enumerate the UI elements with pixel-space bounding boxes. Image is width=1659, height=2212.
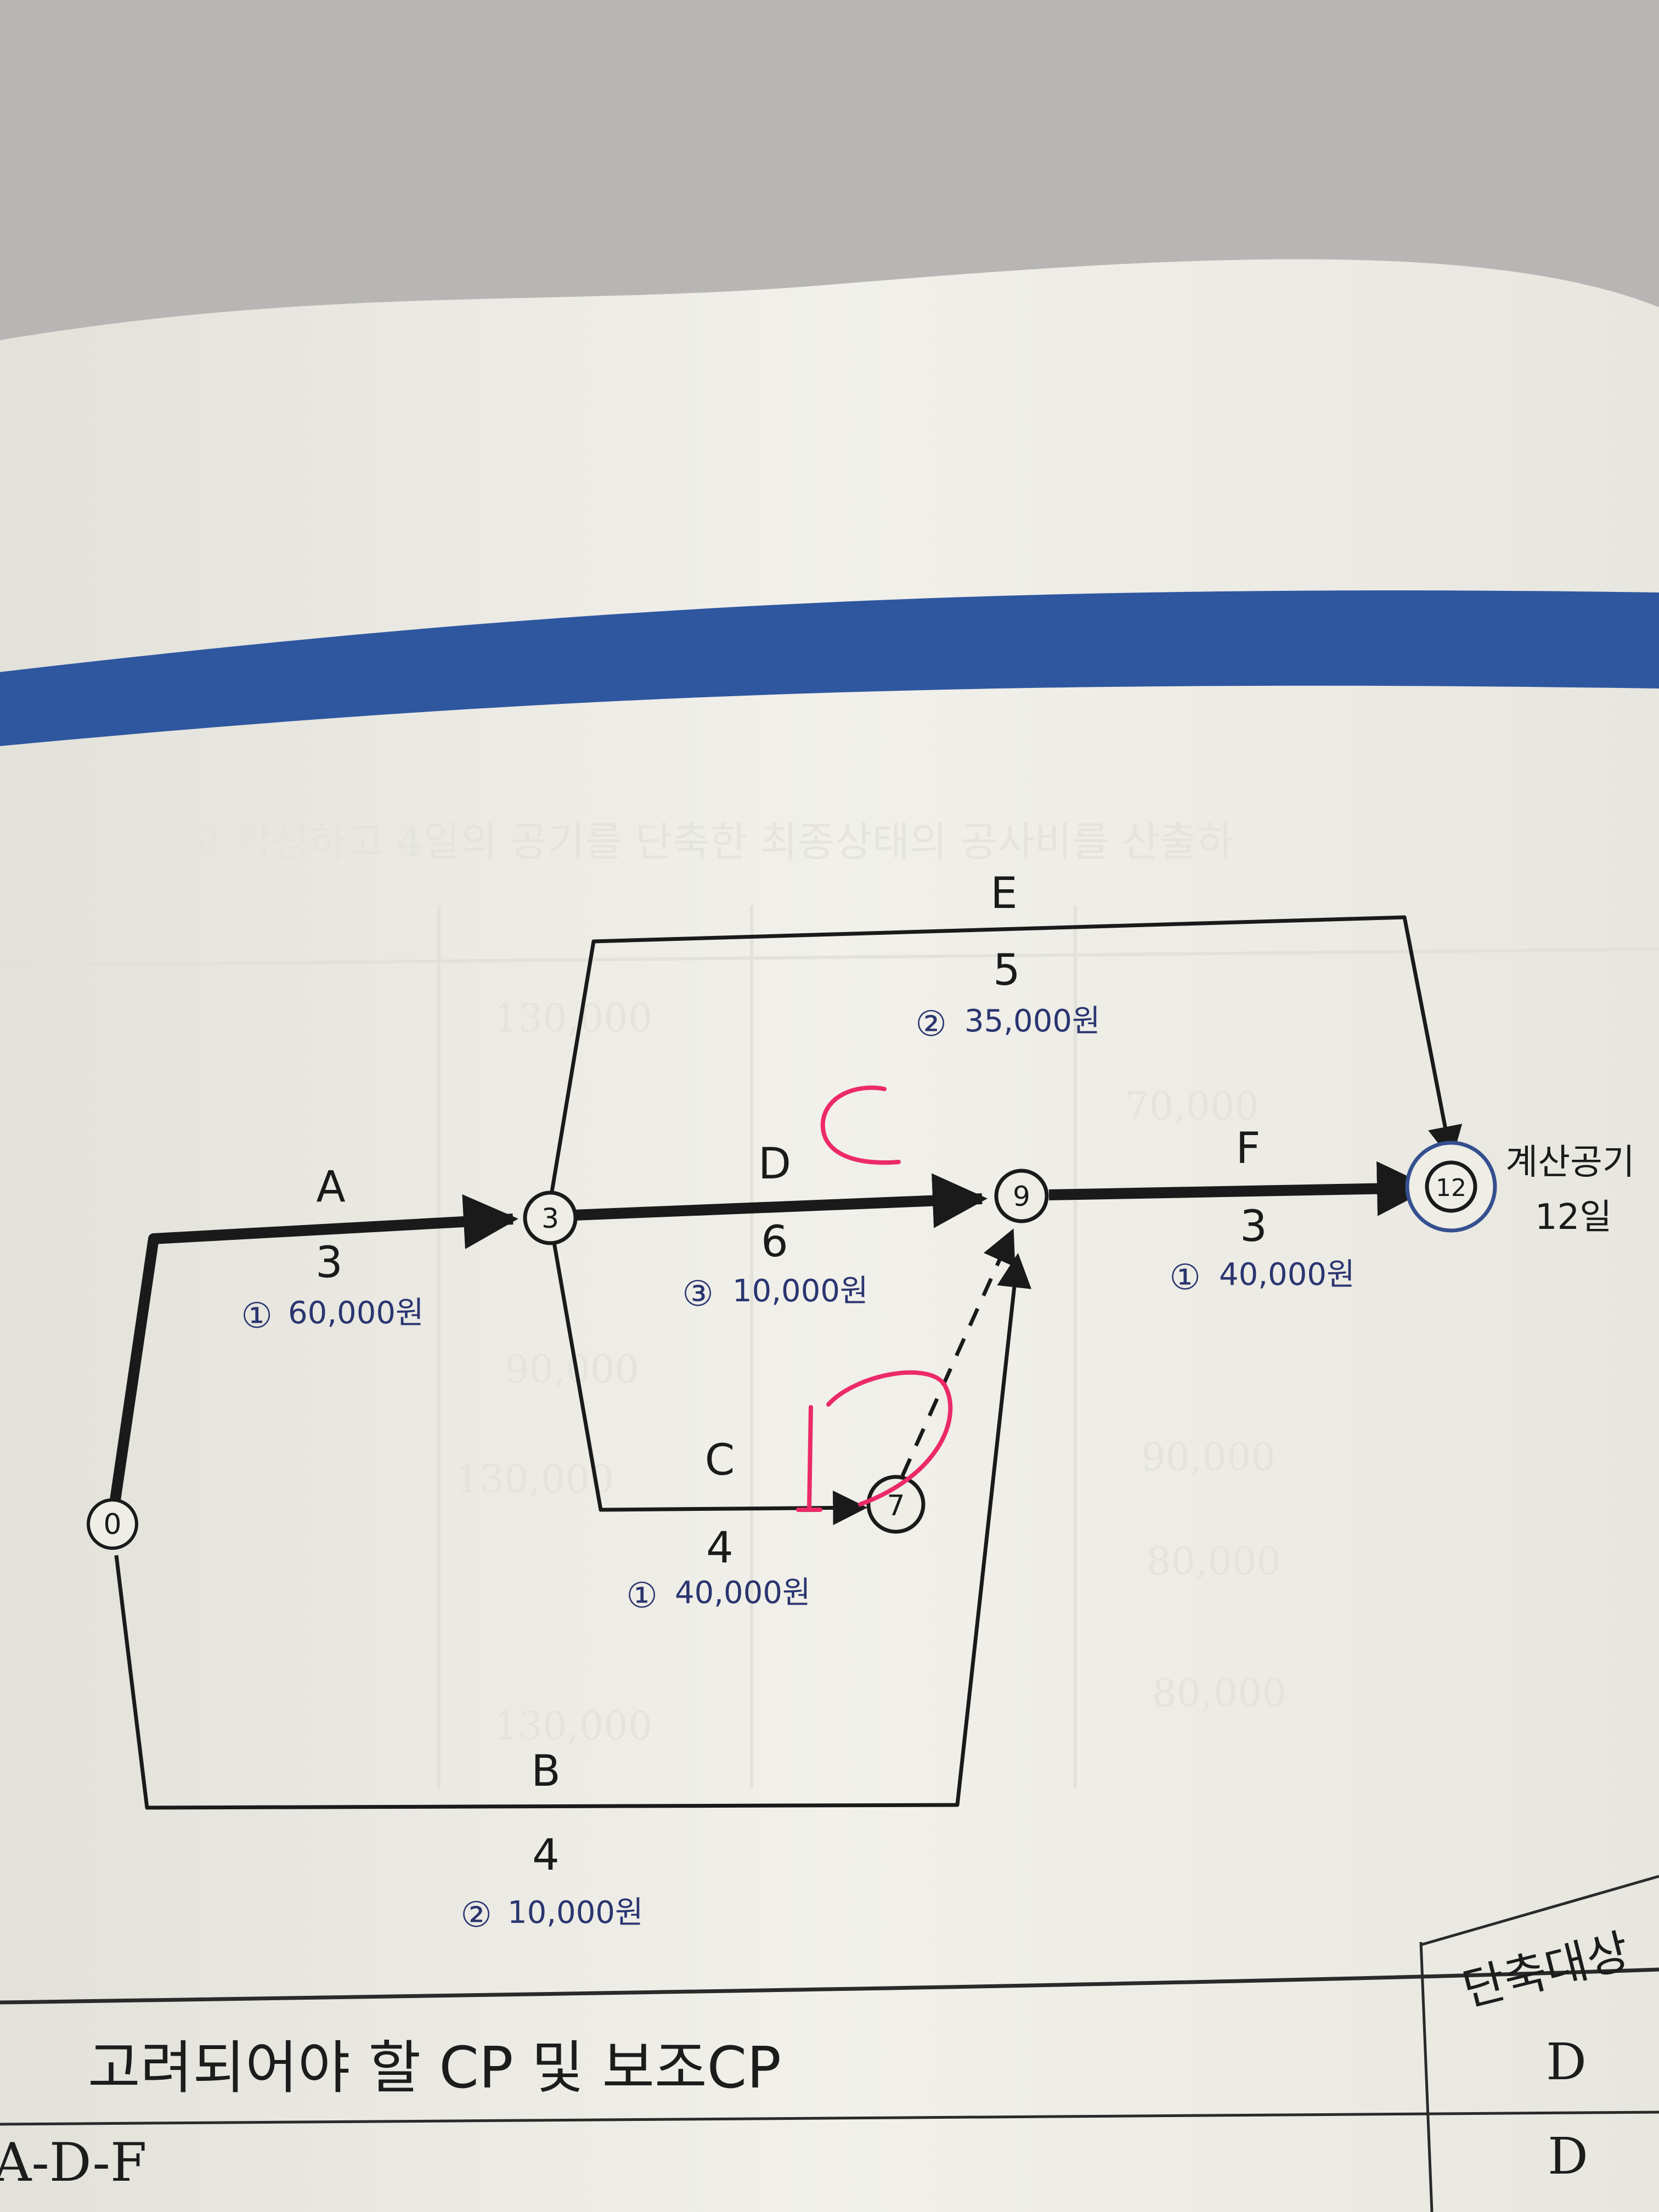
dummy-arrow [900, 1228, 1015, 1477]
blue-band [0, 590, 1659, 746]
activity-D-rank: ③ [682, 1274, 713, 1314]
table-row2-value: D [1548, 2127, 1588, 2186]
activity-A-rank: ① [241, 1296, 272, 1336]
table-row2-label: A-D-F [0, 2132, 147, 2193]
svg-text:3: 3 [541, 1203, 559, 1234]
svg-text:70,000: 70,000 [1125, 1084, 1259, 1128]
activity-B-duration: 4 [532, 1831, 560, 1880]
activity-D-name: D [758, 1139, 791, 1189]
activity-F-arrow [1048, 1161, 1432, 1216]
activity-F-rank: ① [1169, 1257, 1200, 1298]
activity-F-labels: F 3 ① 40,000원 [1169, 1124, 1355, 1298]
activity-B-cost: 10,000원 [507, 1895, 643, 1931]
svg-text:130,000: 130,000 [494, 996, 652, 1041]
activity-D-arrow [573, 1173, 988, 1228]
svg-text:80,000: 80,000 [1152, 1671, 1286, 1716]
node-0: 0 [87, 1498, 138, 1550]
page-sheet [0, 259, 1659, 2212]
pen-marks [796, 1085, 953, 1512]
table-row1-value: D [1546, 2033, 1587, 2091]
activity-C-arrow [552, 1242, 868, 1525]
svg-text:7: 7 [887, 1489, 905, 1522]
table-row1-label: 고려되어야 할 CP 및 보조CP [88, 2034, 781, 2101]
activity-E-duration: 5 [993, 946, 1020, 995]
activity-C-labels: C 4 ① 40,000원 [626, 1436, 810, 1616]
node-3: 3 [523, 1190, 578, 1245]
activity-B-labels: B 4 ② 10,000원 [460, 1747, 643, 1936]
activity-B-rank: ② [460, 1895, 492, 1936]
activity-C-duration: 4 [706, 1523, 733, 1573]
activity-F-duration: 3 [1240, 1202, 1267, 1251]
svg-text:9: 9 [1013, 1181, 1030, 1212]
node-9: 9 [994, 1169, 1049, 1223]
activity-E-arrow [549, 915, 1463, 1195]
activity-E-name: E [990, 869, 1017, 918]
activity-E-cost: 35,000원 [964, 1003, 1100, 1039]
activity-D-duration: 6 [761, 1217, 788, 1267]
svg-text:130,000: 130,000 [494, 1703, 652, 1748]
svg-text:0: 0 [103, 1508, 121, 1541]
svg-text:90,000: 90,000 [1141, 1435, 1276, 1480]
activity-E-rank: ② [915, 1004, 946, 1045]
activity-C-name: C [705, 1436, 735, 1485]
activity-A-duration: 3 [315, 1238, 343, 1288]
activity-E-labels: E 5 ② 35,000원 [915, 869, 1100, 1045]
activity-A-arrow [107, 1194, 518, 1520]
svg-text:체계 원일고 작성하고 4일의 공기를 단축한 최종상태의: 체계 원일고 작성하고 4일의 공기를 단축한 최종상태의 공사비를 산출하 [22, 819, 1234, 866]
node-7: 7 [866, 1475, 926, 1534]
pen-mark-d [820, 1085, 901, 1165]
show-through: 체계 원일고 작성하고 4일의 공기를 단축한 최종상태의 공사비를 산출하 1… [0, 819, 1659, 1788]
activity-A-cost: 60,000원 [288, 1295, 424, 1331]
activity-D-cost: 10,000원 [732, 1273, 868, 1309]
activity-F-name: F [1236, 1124, 1261, 1173]
activity-C-rank: ① [626, 1576, 657, 1616]
pen-mark-c [796, 1405, 822, 1512]
svg-text:80,000: 80,000 [1147, 1539, 1281, 1584]
activity-B-arrow [114, 1252, 1032, 1810]
activity-D-labels: D 6 ③ 10,000원 [682, 1139, 868, 1314]
pen-mark-dummy [826, 1370, 953, 1506]
activity-B-name: B [531, 1747, 561, 1796]
total-duration-label: 계산공기 [1505, 1142, 1635, 1183]
activity-F-cost: 40,000원 [1219, 1257, 1355, 1293]
activity-A-name: A [316, 1163, 345, 1212]
node-12: 12 [1405, 1141, 1497, 1233]
total-duration: 계산공기 12일 [1505, 1142, 1635, 1238]
svg-text:130,000: 130,000 [455, 1457, 614, 1502]
activity-A-labels: A 3 ① 60,000원 [241, 1163, 424, 1336]
activity-C-cost: 40,000원 [675, 1575, 810, 1611]
total-duration-value: 12일 [1535, 1197, 1612, 1238]
svg-text:12: 12 [1436, 1174, 1466, 1202]
